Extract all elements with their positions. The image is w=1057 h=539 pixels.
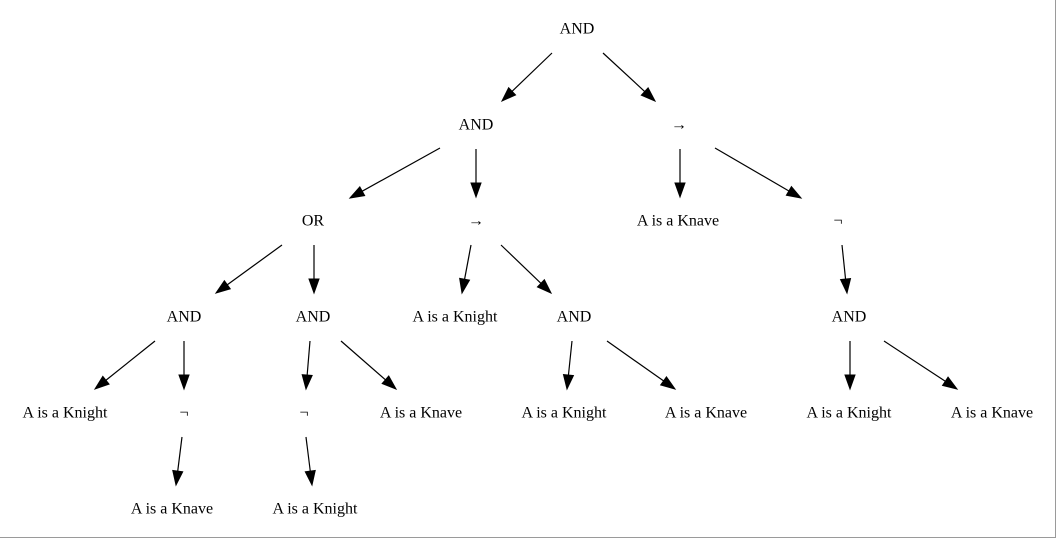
edge-line	[306, 340, 311, 376]
node-n8: AND	[167, 309, 202, 326]
edge-n11-n17	[562, 340, 575, 391]
edge-line	[361, 147, 441, 192]
arrowhead-icon	[839, 277, 852, 295]
arrowhead-icon	[301, 374, 313, 391]
node-n16: A is a Knave	[380, 405, 462, 422]
edge-line	[714, 147, 790, 192]
edge-line	[602, 52, 646, 92]
edge-n8-n14	[178, 341, 190, 391]
node-n15: ¬	[299, 405, 308, 422]
arrowhead-icon	[348, 185, 366, 199]
node-n2: AND	[459, 117, 494, 134]
arrowhead-icon	[470, 182, 482, 199]
edge-n8-n13	[93, 340, 156, 390]
edge-line	[305, 436, 311, 472]
edge-line	[177, 436, 183, 472]
arrowhead-icon	[536, 278, 553, 295]
edge-n14-n21	[172, 436, 184, 487]
edge-n12-n19	[844, 341, 856, 391]
arrowhead-icon	[93, 375, 110, 390]
edge-n3-n7	[714, 147, 803, 199]
node-n20: A is a Knave	[951, 405, 1033, 422]
node-n13: A is a Knight	[23, 405, 108, 422]
edge-n3-n6	[674, 149, 686, 199]
arrowhead-icon	[659, 375, 677, 390]
edge-line	[226, 244, 283, 286]
edge-line	[500, 244, 542, 284]
node-n22: A is a Knight	[273, 501, 358, 518]
node-n9: AND	[296, 309, 331, 326]
node-n10: A is a Knight	[413, 309, 498, 326]
arrowhead-icon	[640, 86, 657, 103]
node-n11: AND	[557, 309, 592, 326]
edge-n5-n10	[459, 244, 472, 295]
node-n5: →	[468, 213, 484, 230]
edge-n5-n11	[500, 244, 553, 295]
node-n19: A is a Knight	[807, 405, 892, 422]
edge-n9-n16	[340, 340, 398, 390]
arrowhead-icon	[674, 182, 686, 199]
edge-line	[606, 340, 664, 382]
edge-n2-n4	[348, 147, 441, 199]
edge-n1-n3	[602, 52, 657, 103]
arrowhead-icon	[172, 469, 184, 487]
node-n17: A is a Knight	[522, 405, 607, 422]
node-n4: OR	[302, 213, 325, 230]
node-n7: ¬	[833, 213, 842, 230]
edge-n12-n20	[883, 340, 959, 390]
edge-line	[841, 244, 847, 280]
arrowhead-icon	[308, 278, 320, 295]
arrowhead-icon	[500, 86, 517, 103]
edge-n2-n5	[470, 149, 482, 199]
edge-line	[105, 340, 156, 381]
node-n14: ¬	[179, 405, 188, 422]
node-n1: AND	[560, 21, 595, 38]
edge-line	[883, 340, 946, 382]
edge-n1-n2	[500, 52, 553, 103]
arrowhead-icon	[459, 277, 471, 295]
edge-n15-n22	[304, 436, 316, 487]
arrowhead-icon	[941, 376, 959, 390]
edge-line	[511, 52, 553, 92]
edge-n4-n8	[214, 244, 283, 294]
edge-line	[340, 340, 386, 381]
node-n6: A is a Knave	[637, 213, 719, 230]
arrowhead-icon	[178, 374, 190, 391]
edge-line	[463, 244, 472, 280]
nodes-layer: AND AND → OR → A is a Knave ¬ AND AND A is a Knig…	[23, 21, 1034, 518]
edge-n9-n15	[301, 340, 313, 391]
node-n21: A is a Knave	[131, 501, 213, 518]
arrowhead-icon	[785, 185, 803, 199]
edge-n4-n9	[308, 245, 320, 295]
node-n12: AND	[832, 309, 867, 326]
arrowhead-icon	[214, 279, 232, 294]
arrowhead-icon	[844, 374, 856, 391]
edge-line	[567, 340, 573, 376]
edges-layer	[93, 52, 959, 487]
arrowhead-icon	[562, 373, 575, 391]
node-n18: A is a Knave	[665, 405, 747, 422]
edge-n11-n18	[606, 340, 677, 390]
edge-n7-n12	[839, 244, 852, 295]
arrowhead-icon	[304, 469, 316, 487]
node-n3: →	[671, 117, 687, 134]
arrowhead-icon	[381, 375, 398, 390]
